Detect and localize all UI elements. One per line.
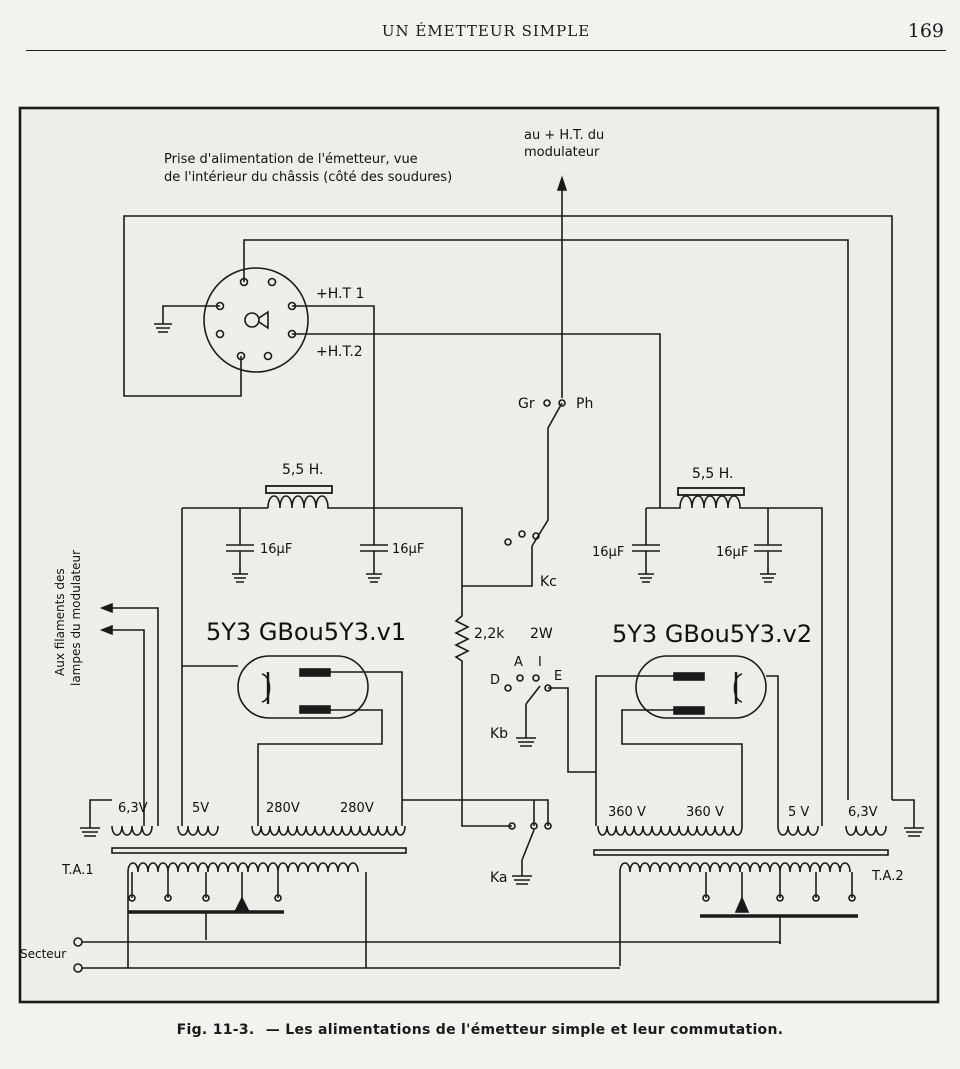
switch-kc-upper-blade: [547, 402, 563, 436]
switch-kb-blade: [525, 685, 541, 705]
switch-gr-label: Gr: [518, 396, 535, 412]
winding-360v-b-label: 360 V: [686, 805, 724, 820]
socket-title-line1: Prise d'alimentation de l'émetteur, vue: [164, 152, 418, 167]
choke-right-coil: [646, 495, 823, 826]
cap-right-2-label: 16µF: [716, 545, 748, 560]
choke-left-coil: [182, 495, 463, 586]
resistor-2k2: [454, 586, 512, 827]
tube-left-label: 5Y3 GBou5Y3.v1: [206, 618, 406, 646]
resistor-power-label: 2W: [530, 626, 553, 642]
figure-caption: Fig. 11-3. — Les alimentations de l'émet…: [0, 1022, 960, 1038]
position-a-label: A: [514, 655, 523, 670]
left-anode-lead-b: [257, 709, 383, 826]
ht1-wire: [292, 305, 375, 508]
left-anode-lead-a: [330, 671, 403, 826]
arrow-up-icon: [556, 175, 568, 191]
filaments-label-line1: Aux filaments des: [53, 568, 67, 676]
cap-right-1-label: 16µF: [592, 545, 624, 560]
filaments-label-line2: lampes du modulateur: [69, 550, 83, 686]
choke-left-core: [265, 485, 333, 494]
capacitor-left-1: [226, 508, 254, 574]
right-filament-lead: [766, 675, 779, 826]
ground-symbol: [154, 323, 172, 333]
capacitor-right-1: [632, 508, 660, 574]
switch-kc-lead: [462, 546, 533, 587]
right-anode-lead-b: [621, 709, 743, 826]
ground-symbol: [516, 737, 536, 747]
transformer-right-label: T.A.2: [871, 869, 904, 884]
choke-right-core: [677, 487, 745, 496]
winding-63v-right-label: 6,3V: [848, 805, 878, 820]
running-title: UN ÉMETTEUR SIMPLE: [381, 22, 591, 40]
page-header: UN ÉMETTEUR SIMPLE 169: [26, 14, 946, 51]
figure-caption-text: — Les alimentations de l'émetteur simple…: [265, 1022, 784, 1038]
filament-bus-wire: [243, 239, 849, 800]
ht-modulator-label-line2: modulateur: [524, 145, 600, 160]
socket-ground-lead: [162, 305, 220, 324]
switch-kc-label: Kc: [540, 574, 557, 590]
switch-kb-label: Kb: [490, 726, 508, 742]
position-i-label: I: [538, 655, 542, 670]
tube-right-label: 5Y3 GBou5Y3.v2: [612, 620, 812, 648]
ground-symbol: [232, 573, 248, 583]
winding-63v-left-label: 6,3V: [118, 801, 148, 816]
socket-title-line2: de l'intérieur du châssis (côté des soud…: [164, 170, 452, 185]
switch-ka-label: Ka: [490, 870, 508, 886]
ht2-wire: [292, 333, 661, 508]
capacitor-left-2: [360, 508, 388, 574]
filament-lead-lower: [108, 629, 145, 826]
right-anode-lead-a: [595, 675, 674, 826]
switch-gr-contact: [543, 399, 551, 407]
position-d-label: D: [490, 673, 500, 688]
ground-symbol: [512, 875, 532, 885]
choke-left-label: 5,5 H.: [282, 462, 323, 478]
figure-number: Fig. 11-3.: [176, 1022, 255, 1038]
winding-5v-right-label: 5 V: [788, 805, 809, 820]
switch-kb-output: [548, 687, 596, 773]
transformer-right: [593, 799, 924, 966]
switch-ph-contact: [558, 399, 566, 407]
mains-label: Secteur: [20, 947, 66, 961]
switch-ka-lead-a: [402, 799, 549, 826]
capacitor-right-2: [754, 508, 782, 574]
winding-280v-a-label: 280V: [266, 801, 300, 816]
ground-symbol: [366, 573, 382, 583]
winding-360v-a-label: 360 V: [608, 805, 646, 820]
transformer-left: [80, 799, 407, 940]
mains-wire-1: [82, 941, 781, 944]
cap-left-2-label: 16µF: [392, 542, 424, 557]
ground-symbol: [638, 573, 654, 583]
arrow-left-icon: [99, 624, 113, 636]
outer-loop-wire: [123, 215, 893, 800]
primary-left-leads: [127, 872, 367, 968]
ht2-label: +H.T.2: [316, 344, 363, 360]
ht-modulator-label-line1: au + H.T. du: [524, 128, 604, 143]
ground-symbol: [760, 573, 776, 583]
transformer-left-label: T.A.1: [61, 863, 94, 878]
switch-kc-link: [531, 436, 549, 547]
winding-280v-b-label: 280V: [340, 801, 374, 816]
tube-right: [635, 655, 767, 719]
winding-5v-left-label: 5V: [192, 801, 209, 816]
ht1-label: +H.T 1: [316, 286, 364, 302]
page-number: 169: [907, 20, 944, 42]
position-e-label: E: [554, 669, 562, 684]
arrow-left-icon: [99, 602, 113, 614]
resistor-value-label: 2,2k: [474, 626, 505, 642]
cap-left-1-label: 16µF: [260, 542, 292, 557]
choke-right-label: 5,5 H.: [692, 466, 733, 482]
filament-lead-upper: [108, 607, 159, 826]
switch-ph-label: Ph: [576, 396, 593, 412]
switch-ka-blade: [521, 829, 535, 861]
